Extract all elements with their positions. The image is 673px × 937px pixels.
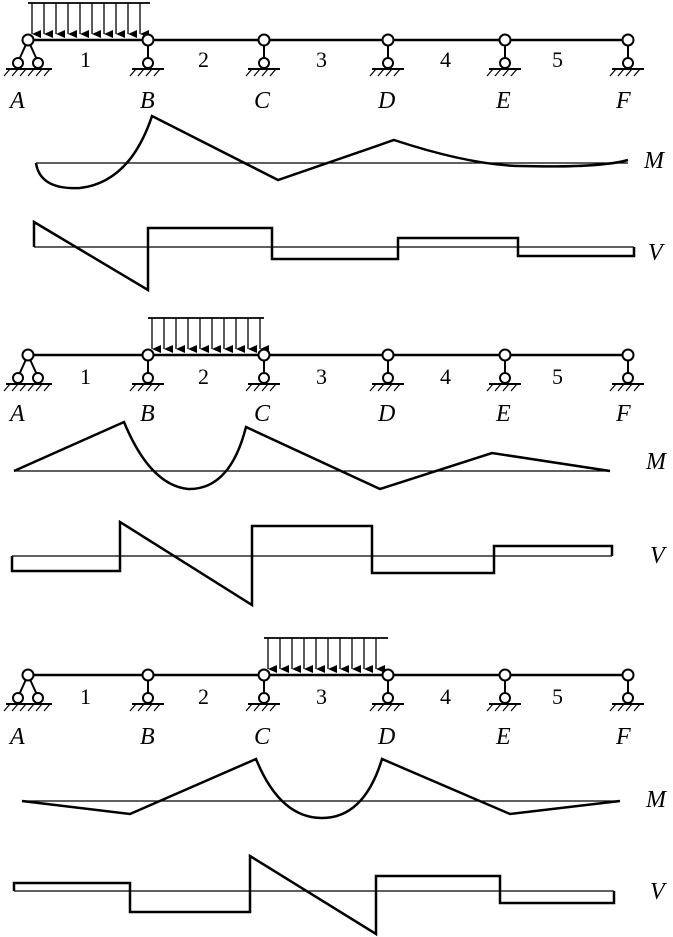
moment-label: M xyxy=(643,148,666,174)
support-D xyxy=(369,668,404,712)
support-C xyxy=(245,33,280,77)
support-B xyxy=(129,348,164,392)
support-label-C: C xyxy=(254,724,271,750)
support-D xyxy=(369,348,404,392)
support-label-B: B xyxy=(140,401,155,427)
case-1: 1 2 3 4 5 A B C D E F M V xyxy=(3,2,666,293)
span-label-3: 3 xyxy=(316,47,327,72)
support-A xyxy=(3,668,52,712)
support-B xyxy=(129,33,164,77)
support-A xyxy=(3,348,52,392)
moment-curve xyxy=(13,420,611,491)
support-label-A: A xyxy=(8,401,25,427)
span-label-2: 2 xyxy=(198,684,209,709)
span-label-4: 4 xyxy=(440,47,451,72)
shear-label: V xyxy=(650,543,667,569)
span-label-4: 4 xyxy=(440,364,451,389)
moment-diagram: M xyxy=(34,114,666,190)
support-F xyxy=(609,348,644,392)
span-label-5: 5 xyxy=(552,47,563,72)
span-label-2: 2 xyxy=(198,47,209,72)
shear-curve xyxy=(10,519,614,608)
support-label-A: A xyxy=(8,724,25,750)
support-label-B: B xyxy=(140,724,155,750)
span-label-1: 1 xyxy=(80,364,91,389)
span-label-5: 5 xyxy=(552,364,563,389)
support-label-D: D xyxy=(377,724,395,750)
support-E xyxy=(486,348,521,392)
shear-diagram: V xyxy=(12,853,667,937)
span-label-5: 5 xyxy=(552,684,563,709)
support-label-F: F xyxy=(615,88,631,114)
support-label-D: D xyxy=(377,88,395,114)
support-label-F: F xyxy=(615,724,631,750)
support-C xyxy=(245,348,280,392)
moment-diagram: M xyxy=(13,420,668,491)
span-label-4: 4 xyxy=(440,684,451,709)
distributed-load xyxy=(264,637,388,673)
support-E xyxy=(486,668,521,712)
support-D xyxy=(369,33,404,77)
shear-label: V xyxy=(648,240,665,266)
shear-curve xyxy=(32,219,636,293)
moment-curve xyxy=(34,114,629,190)
support-label-F: F xyxy=(615,401,631,427)
moment-diagram: M xyxy=(21,757,668,820)
span-label-2: 2 xyxy=(198,364,209,389)
support-C xyxy=(245,668,280,712)
span-label-3: 3 xyxy=(316,364,327,389)
moment-label: M xyxy=(645,449,668,475)
distributed-load xyxy=(28,2,150,38)
case-2: 1 2 3 4 5 A B C D E F M V xyxy=(3,317,668,608)
shear-diagram: V xyxy=(10,519,667,608)
moment-curve xyxy=(21,757,621,820)
support-label-E: E xyxy=(495,88,511,114)
span-label-1: 1 xyxy=(80,47,91,72)
span-label-1: 1 xyxy=(80,684,91,709)
case-3: 1 2 3 4 5 A B C D E F M V xyxy=(3,637,668,937)
distributed-load xyxy=(148,317,269,353)
moment-label: M xyxy=(645,787,668,813)
support-B xyxy=(129,668,164,712)
support-label-B: B xyxy=(140,88,155,114)
support-label-C: C xyxy=(254,88,271,114)
support-label-E: E xyxy=(495,401,511,427)
support-A xyxy=(3,33,52,77)
support-F xyxy=(609,668,644,712)
support-label-D: D xyxy=(377,401,395,427)
span-label-3: 3 xyxy=(316,684,327,709)
support-E xyxy=(486,33,521,77)
shear-diagram: V xyxy=(32,219,665,293)
support-label-E: E xyxy=(495,724,511,750)
support-label-C: C xyxy=(254,401,271,427)
shear-label: V xyxy=(650,879,667,905)
support-F xyxy=(609,33,644,77)
support-label-A: A xyxy=(8,88,25,114)
shear-curve xyxy=(12,853,616,937)
